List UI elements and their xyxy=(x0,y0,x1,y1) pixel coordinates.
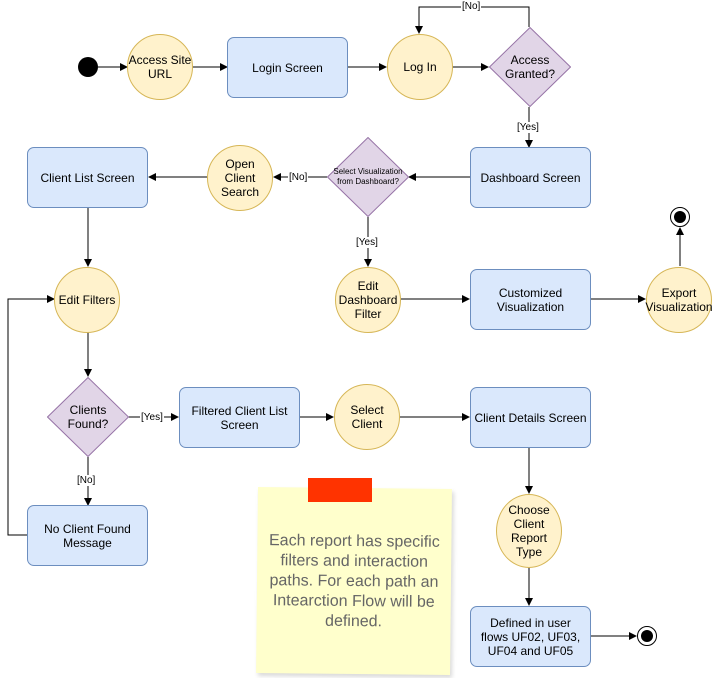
edge-label-select-no: [No] xyxy=(288,172,309,183)
edit-dashboard-filter-label: Edit Dashboard Filter xyxy=(338,279,398,321)
defined-in-user-flows-node: Defined in user flows UF02, UF03, UF04 a… xyxy=(470,606,591,667)
edge-nomsg-to-filters xyxy=(7,295,55,536)
access-site-url-node: Access Site URL xyxy=(127,34,193,100)
edit-filters-label: Edit Filters xyxy=(58,293,116,307)
no-client-found-message-node: No Client Found Message xyxy=(27,505,148,566)
export-visualization-label: Export Visualization xyxy=(645,286,713,314)
decision-diamond-shape xyxy=(327,137,409,217)
open-client-search-label: Open Client Search xyxy=(220,157,260,199)
edge-label-access-no: [No] xyxy=(461,1,482,12)
end-node-export xyxy=(670,207,690,227)
client-details-screen-node: Client Details Screen xyxy=(470,387,591,448)
edit-dashboard-filter-node: Edit Dashboard Filter xyxy=(335,267,401,333)
login-screen-node: Login Screen xyxy=(227,37,348,98)
start-node xyxy=(78,57,98,77)
open-client-search-node: Open Client Search xyxy=(207,145,273,211)
decision-diamond-shape xyxy=(489,27,571,107)
sticky-note-tape xyxy=(308,478,372,502)
access-granted-decision: Access Granted? xyxy=(489,27,571,107)
client-list-screen-node: Client List Screen xyxy=(27,147,148,208)
select-client-node: Select Client xyxy=(334,384,400,450)
edge-label-clients-yes: [Yes] xyxy=(140,412,164,423)
log-in-node: Log In xyxy=(387,34,453,100)
select-visualization-label: Select Visualization from Dashboard? xyxy=(333,167,403,186)
customized-visualization-label: Customized Visualization xyxy=(496,285,565,314)
choose-client-report-type-node: Choose Client Report Type xyxy=(496,494,562,568)
log-in-label: Log In xyxy=(403,60,437,74)
sticky-note-text: Each report has specific filters and int… xyxy=(268,532,440,631)
end-node-userflows xyxy=(637,626,657,646)
edge-label-clients-no: [No] xyxy=(76,475,97,486)
filtered-client-list-screen-node: Filtered Client List Screen xyxy=(179,387,300,448)
client-details-screen-label: Client Details Screen xyxy=(474,410,587,425)
dashboard-screen-label: Dashboard Screen xyxy=(480,170,581,185)
dashboard-screen-node: Dashboard Screen xyxy=(470,147,591,208)
access-site-url-label: Access Site URL xyxy=(128,53,192,81)
access-granted-label: Access Granted? xyxy=(504,53,556,81)
select-client-label: Select Client xyxy=(350,403,384,431)
select-visualization-decision: Select Visualization from Dashboard? xyxy=(327,137,409,217)
edit-filters-node: Edit Filters xyxy=(54,267,120,333)
clients-found-label: Clients Found? xyxy=(67,403,109,431)
no-client-found-message-label: No Client Found Message xyxy=(44,521,131,550)
sticky-note: Each report has specific filters and int… xyxy=(256,486,452,676)
decision-diamond-shape xyxy=(47,377,129,457)
export-visualization-node: Export Visualization xyxy=(645,267,713,333)
customized-visualization-node: Customized Visualization xyxy=(470,269,591,330)
edge-label-select-yes: [Yes] xyxy=(355,237,379,248)
defined-in-user-flows-label: Defined in user flows UF02, UF03, UF04 a… xyxy=(480,615,581,658)
client-list-screen-label: Client List Screen xyxy=(40,170,135,185)
clients-found-decision: Clients Found? xyxy=(47,377,129,457)
edge-label-access-yes: [Yes] xyxy=(516,122,540,133)
choose-client-report-type-label: Choose Client Report Type xyxy=(508,503,550,559)
login-screen-label: Login Screen xyxy=(252,60,323,75)
filtered-client-list-screen-label: Filtered Client List Screen xyxy=(191,403,288,432)
